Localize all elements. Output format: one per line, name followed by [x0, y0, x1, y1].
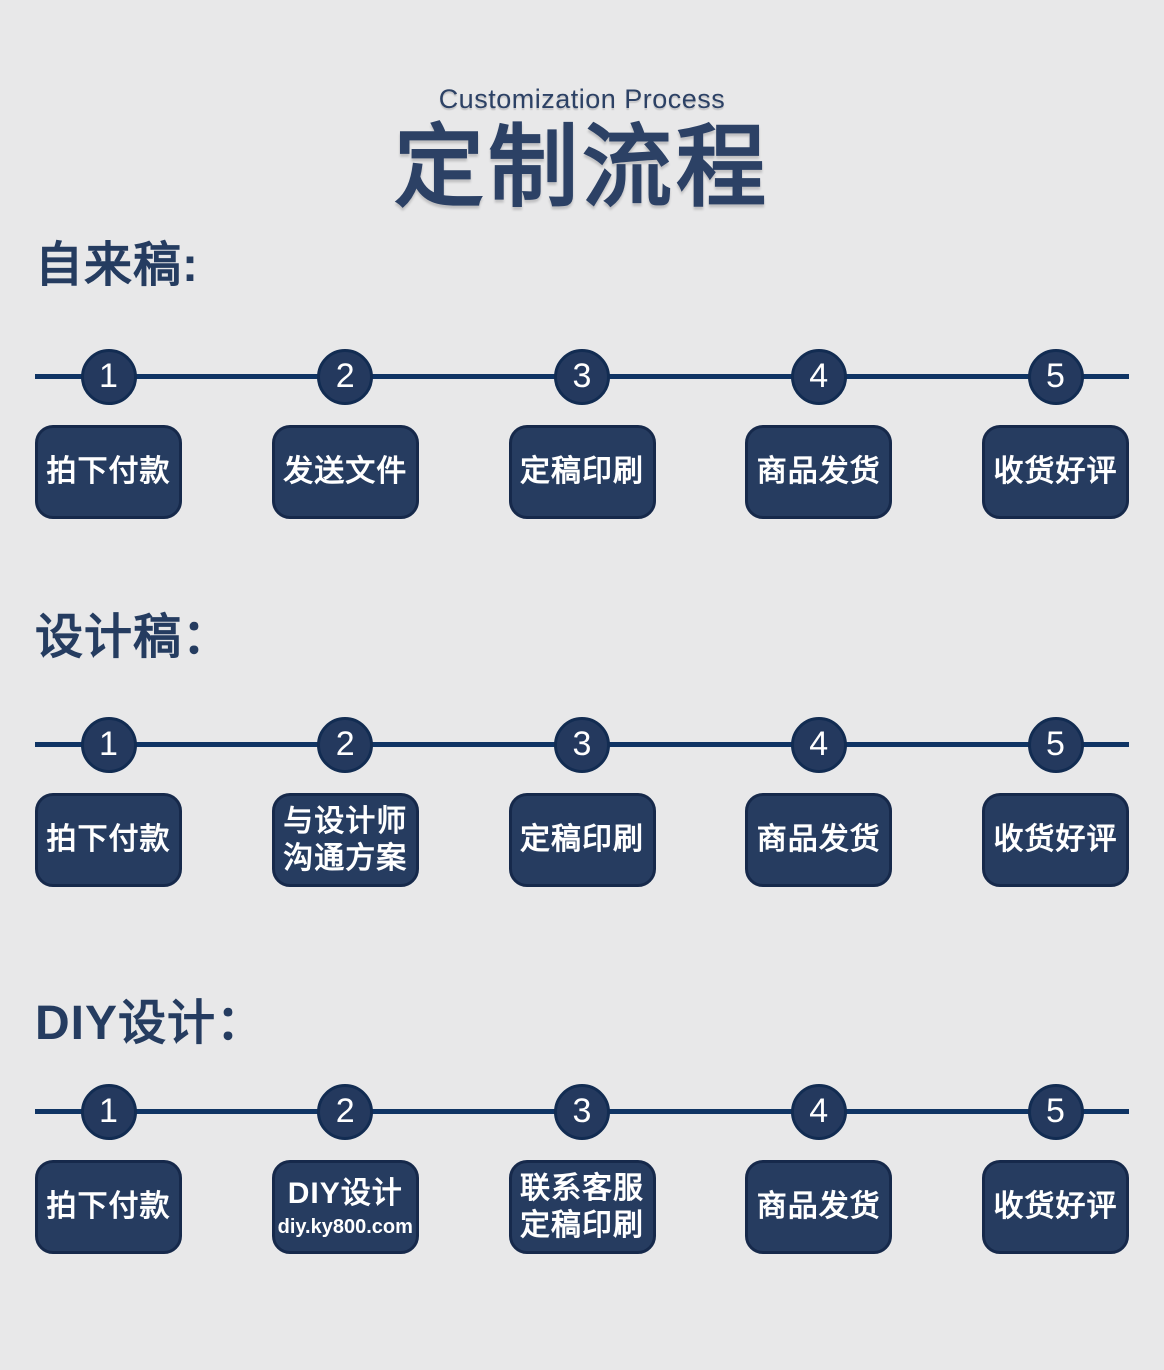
step-label: 收货好评 [993, 1190, 1118, 1224]
step-circle: 5 [1027, 349, 1084, 405]
step-number: 4 [809, 1092, 829, 1130]
step-circle: 3 [554, 349, 610, 405]
step-4: 4 商品发货 [745, 717, 893, 887]
step-label: 商品发货 [756, 823, 881, 857]
step-5: 5 收货好评 [982, 349, 1129, 519]
step-label: 定稿印刷 [520, 455, 644, 489]
step-2: 2 发送文件 [271, 349, 419, 519]
step-2: 2 与设计师 沟通方案 [271, 717, 419, 887]
step-box: 与设计师 沟通方案 [271, 793, 419, 887]
step-5: 5 收货好评 [982, 717, 1129, 887]
step-box: 联系客服 定稿印刷 [508, 1160, 656, 1254]
step-number: 5 [1046, 725, 1065, 763]
step-5: 5 收货好评 [982, 1084, 1129, 1254]
step-number: 4 [809, 357, 829, 395]
step-4: 4 商品发货 [745, 1084, 893, 1254]
step-circle: 1 [80, 349, 137, 405]
step-label: 商品发货 [756, 455, 881, 489]
step-circle: 2 [317, 1084, 374, 1140]
step-box: 拍下付款 [35, 425, 182, 519]
section-heading-self-manuscript: 自来稿: [35, 239, 199, 292]
step-label: 商品发货 [756, 1190, 881, 1224]
step-number: 2 [335, 1092, 355, 1130]
step-circle: 5 [1027, 717, 1084, 773]
step-box: 商品发货 [745, 1160, 893, 1254]
page-title: 定制流程 [394, 118, 770, 218]
step-circle: 5 [1027, 1084, 1084, 1140]
step-number: 1 [99, 357, 118, 395]
step-3: 3 定稿印刷 [508, 349, 656, 519]
step-number: 5 [1046, 1092, 1065, 1130]
step-number: 2 [335, 725, 355, 763]
timeline-diy-design: 1 拍下付款 2 DIY设计 diy.ky800.com 3 联系客服 定稿印刷… [35, 1084, 1129, 1264]
step-number: 5 [1046, 357, 1065, 395]
step-number: 2 [335, 357, 355, 395]
page-header: Customization Process 定制流程 [0, 84, 1164, 213]
step-1: 1 拍下付款 [35, 1084, 182, 1254]
step-number: 3 [572, 1092, 592, 1130]
step-label: 拍下付款 [46, 823, 171, 857]
step-box: 定稿印刷 [508, 793, 656, 887]
step-label: 联系客服 定稿印刷 [520, 1171, 644, 1243]
step-label: 拍下付款 [46, 455, 171, 489]
step-circle: 1 [80, 717, 137, 773]
page-subtitle-en: Customization Process [438, 84, 726, 114]
step-box: 定稿印刷 [508, 425, 656, 519]
step-circle: 2 [317, 717, 374, 773]
section-heading-design-draft: 设计稿： [35, 611, 232, 664]
step-circle: 4 [790, 349, 847, 405]
timeline-design-draft: 1 拍下付款 2 与设计师 沟通方案 3 定稿印刷 4 商品发货 5 收货好评 [35, 717, 1129, 897]
section-heading-diy-design: DIY设计： [35, 997, 266, 1050]
step-sub-label: diy.ky800.com [277, 1216, 413, 1239]
step-circle: 3 [554, 717, 610, 773]
step-label: 拍下付款 [46, 1190, 171, 1224]
step-number: 1 [99, 1092, 118, 1130]
step-circle: 4 [790, 717, 847, 773]
step-label: 收货好评 [993, 455, 1118, 489]
step-box: 收货好评 [982, 793, 1129, 887]
step-number: 3 [572, 725, 592, 763]
step-label: DIY设计 [287, 1176, 403, 1210]
step-3: 3 联系客服 定稿印刷 [508, 1084, 656, 1254]
step-number: 4 [809, 725, 829, 763]
step-label: 收货好评 [993, 823, 1118, 857]
timeline-self-manuscript: 1 拍下付款 2 发送文件 3 定稿印刷 4 商品发货 5 收货好评 [35, 349, 1129, 529]
step-3: 3 定稿印刷 [508, 717, 656, 887]
step-label: 定稿印刷 [520, 823, 644, 857]
step-box: DIY设计 diy.ky800.com [271, 1160, 419, 1254]
step-circle: 4 [790, 1084, 847, 1140]
step-label: 发送文件 [283, 455, 408, 489]
step-circle: 1 [80, 1084, 137, 1140]
step-box: 商品发货 [745, 793, 893, 887]
step-circle: 3 [554, 1084, 610, 1140]
step-2: 2 DIY设计 diy.ky800.com [271, 1084, 419, 1254]
step-number: 3 [572, 357, 592, 395]
step-box: 拍下付款 [35, 793, 182, 887]
step-1: 1 拍下付款 [35, 717, 182, 887]
step-label: 与设计师 沟通方案 [283, 804, 408, 876]
step-4: 4 商品发货 [745, 349, 893, 519]
step-number: 1 [99, 725, 118, 763]
step-box: 商品发货 [745, 425, 893, 519]
step-box: 收货好评 [982, 425, 1129, 519]
step-circle: 2 [317, 349, 374, 405]
step-1: 1 拍下付款 [35, 349, 182, 519]
step-box: 收货好评 [982, 1160, 1129, 1254]
step-box: 拍下付款 [35, 1160, 182, 1254]
step-box: 发送文件 [271, 425, 419, 519]
